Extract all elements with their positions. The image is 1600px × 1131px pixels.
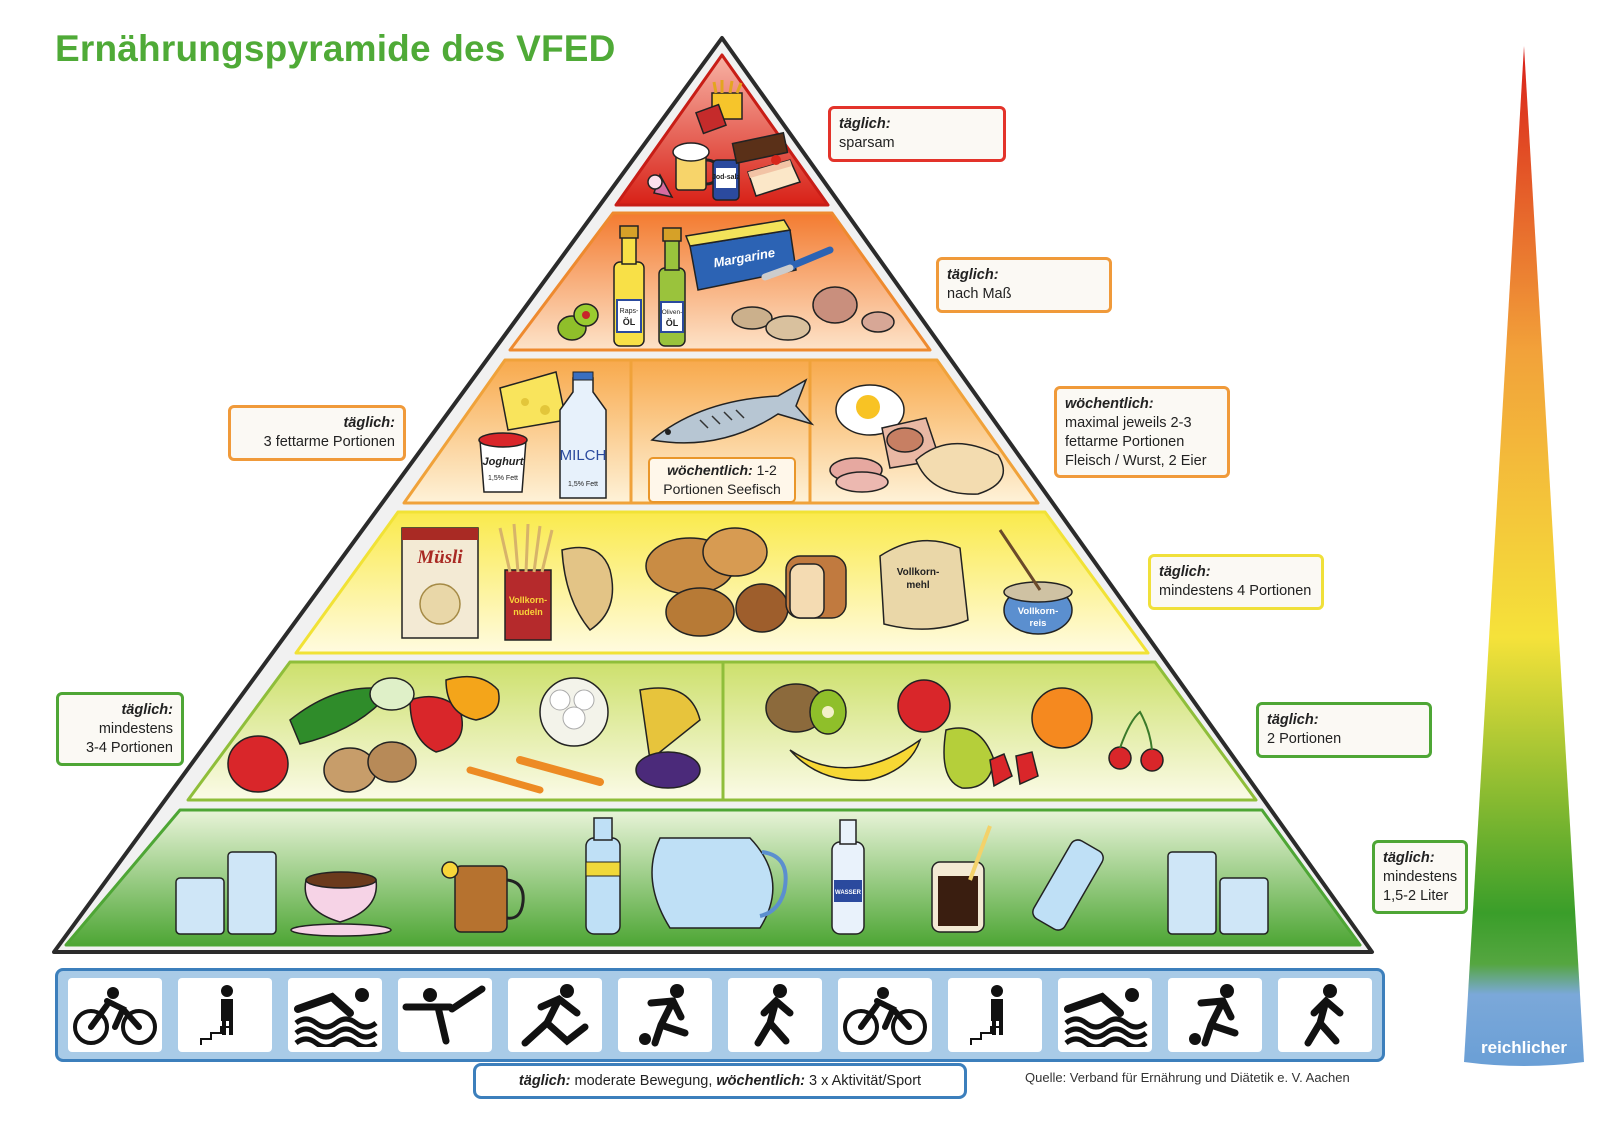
callout-head: täglich:	[1383, 850, 1435, 866]
milk-label: MILCH	[560, 447, 607, 464]
swimming-icon	[294, 988, 378, 1047]
svg-text:nudeln: nudeln	[513, 607, 543, 617]
oils-foods: Raps- ÖL Oliven- ÖL Margarine	[557, 219, 895, 347]
rapeseed-oil-label: Raps-	[620, 308, 639, 315]
page-title: Ernährungspyramide des VFED	[55, 28, 616, 69]
callout-grains: täglich: mindestens 4 Portionen	[1148, 554, 1324, 610]
running-icon	[521, 984, 589, 1047]
swimming-icon	[1064, 988, 1148, 1047]
dairy-foods: Joghurt 1,5% Fett MILCH 1,5% Fett	[478, 371, 607, 499]
flour-label: Vollkorn-	[897, 567, 940, 578]
activity-tile	[728, 978, 822, 1052]
rice-label: Vollkorn-	[1018, 606, 1058, 617]
pasta-label: Vollkorn-	[509, 595, 547, 605]
callout-head: täglich:	[947, 267, 999, 283]
vegetable-foods	[227, 675, 701, 794]
muesli-label: Müsli	[416, 547, 463, 568]
callout-text: 2 Portionen	[1267, 731, 1342, 747]
callout-head: täglich:	[839, 116, 891, 132]
callout-text: nach Maß	[947, 286, 1012, 302]
svg-text:mehl: mehl	[906, 580, 930, 591]
drink-foods: WASSER	[175, 817, 1269, 937]
walking-icon	[754, 984, 794, 1047]
gradient-label: reichlicher	[1481, 1038, 1567, 1057]
gradient-indicator	[1464, 46, 1584, 1066]
grain-foods: Müsli Vollkorn- nudeln Vollkorn- mehl Vo…	[401, 523, 1073, 641]
callout-head: täglich:	[343, 415, 395, 431]
activity-tile	[398, 978, 492, 1052]
callout-head: täglich:	[1159, 564, 1211, 580]
football-icon	[1189, 984, 1239, 1047]
svg-text:reis: reis	[1030, 618, 1047, 629]
callout-vegetables: täglich: mindestens 3-4 Portionen	[56, 692, 184, 766]
activity-tile	[618, 978, 712, 1052]
yogurt-label: Joghurt	[483, 456, 525, 468]
source-note: Quelle: Verband für Ernährung und Diätet…	[1025, 1070, 1350, 1085]
svg-text:ÖL: ÖL	[666, 318, 679, 328]
walking-icon	[1304, 984, 1344, 1047]
activity-tile	[838, 978, 932, 1052]
cycling-icon	[73, 987, 157, 1045]
activity-tile	[1168, 978, 1262, 1052]
activity-tile	[948, 978, 1042, 1052]
callout-text: mindestens 4 Portionen	[1159, 583, 1312, 599]
fruit-foods	[765, 679, 1164, 789]
callout-meat-eggs: wöchentlich: maximal jeweils 2-3 fettarm…	[1054, 386, 1230, 478]
movement-note: täglich: moderate Bewegung, wöchentlich:…	[473, 1063, 967, 1099]
callout-head: täglich:	[121, 702, 173, 718]
activity-strip	[55, 968, 1385, 1062]
water-label: WASSER	[835, 890, 862, 896]
fish-note: wöchentlich: 1-2 Portionen Seefisch	[648, 457, 796, 503]
football-icon	[639, 984, 689, 1047]
callout-sweets: täglich: sparsam	[828, 106, 1006, 162]
callout-oils: täglich: nach Maß	[936, 257, 1112, 313]
activity-tile	[1278, 978, 1372, 1052]
olive-oil-label: Oliven-	[662, 309, 683, 316]
callout-head: täglich:	[1267, 712, 1319, 728]
svg-text:ÖL: ÖL	[623, 317, 636, 327]
activity-tile	[178, 978, 272, 1052]
callout-dairy: täglich: 3 fettarme Portionen	[228, 405, 406, 461]
yogurt-fat-label: 1,5% Fett	[488, 475, 518, 482]
activity-tile	[68, 978, 162, 1052]
callout-text: sparsam	[839, 135, 895, 151]
sweets-foods: Jod-salz	[647, 80, 802, 201]
cycling-icon	[843, 987, 927, 1045]
salt-label: Jod-salz	[712, 174, 741, 181]
fish-foods	[650, 378, 815, 444]
callout-head: wöchentlich:	[1065, 396, 1154, 412]
stairs-icon	[970, 985, 1003, 1045]
milk-fat-label: 1,5% Fett	[568, 481, 598, 488]
protein-foods	[829, 384, 1004, 495]
gymnastics-icon	[402, 985, 486, 1045]
activity-tile	[1058, 978, 1152, 1052]
callout-fruit: täglich: 2 Portionen	[1256, 702, 1432, 758]
activity-tile	[288, 978, 382, 1052]
stairs-icon	[200, 985, 233, 1045]
callout-text: 3 fettarme Portionen	[263, 434, 395, 450]
callout-drinks: täglich: mindestens 1,5-2 Liter	[1372, 840, 1468, 914]
activity-tile	[508, 978, 602, 1052]
